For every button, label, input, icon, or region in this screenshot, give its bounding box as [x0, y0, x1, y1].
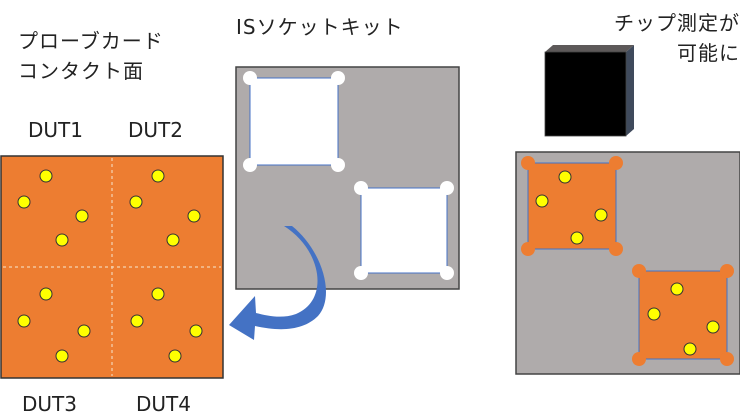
chip-test-title: チップ測定が 可能に	[560, 8, 740, 68]
probe-pad	[17, 314, 31, 328]
dut2-label: DUT2	[128, 118, 183, 142]
probe-pad	[670, 282, 684, 296]
probe-pad	[130, 314, 144, 328]
chip-test-title-line2: 可能に	[677, 41, 740, 65]
probe-card-title-line1: プローブカード	[18, 29, 164, 53]
dut1-label: DUT1	[28, 118, 83, 142]
socket-corner	[243, 71, 257, 85]
chip-1-pads	[535, 170, 608, 245]
probe-pad	[187, 209, 201, 223]
probe-pad	[55, 233, 69, 247]
probe-pad	[17, 195, 31, 209]
orange-corner	[609, 242, 623, 256]
socket-corner	[440, 181, 454, 195]
probe-pad	[189, 324, 203, 338]
dut4-label: DUT4	[136, 392, 191, 416]
socket-opening-2	[360, 187, 448, 274]
chip-front-face	[544, 51, 627, 137]
probe-pad	[151, 287, 165, 301]
probe-pad	[39, 169, 53, 183]
orange-corner	[720, 264, 734, 278]
probe-pad	[647, 307, 661, 321]
orange-corner	[609, 156, 623, 170]
probe-pads	[17, 169, 203, 363]
probe-pad	[558, 170, 572, 184]
probe-pad	[39, 287, 53, 301]
socket-corner	[331, 158, 345, 172]
arrow-body	[229, 226, 326, 340]
chip-side-face	[626, 45, 634, 136]
orange-corner	[632, 352, 646, 366]
orange-corner	[720, 352, 734, 366]
socket-corner	[354, 266, 368, 280]
probe-pad	[75, 209, 89, 223]
probe-pad	[55, 349, 69, 363]
probe-pad	[77, 324, 91, 338]
chip-1-corners	[521, 156, 623, 256]
chip-top-face	[545, 45, 634, 52]
probe-pad	[151, 169, 165, 183]
probe-pad	[570, 231, 584, 245]
probe-pad	[166, 233, 180, 247]
probe-pad	[168, 349, 182, 363]
probe-pad	[594, 208, 608, 222]
probe-card	[0, 155, 224, 379]
probe-pad	[129, 195, 143, 209]
socket-corner	[331, 71, 345, 85]
socket-kit	[235, 66, 460, 290]
socket-kit-title: ISソケットキット	[236, 15, 404, 39]
probe-card-title-line2: コンタクト面	[18, 59, 144, 83]
socket-opening-1	[249, 77, 339, 166]
chip-2-corners	[632, 264, 734, 366]
dut3-label: DUT3	[22, 392, 77, 416]
socket-corner	[354, 181, 368, 195]
chip-test-title-line1: チップ測定が	[614, 11, 740, 35]
probe-pad	[683, 342, 697, 356]
orange-corner	[521, 242, 535, 256]
orange-corner	[632, 264, 646, 278]
probe-pad	[706, 320, 720, 334]
probe-pad	[535, 194, 549, 208]
socket-corner	[440, 266, 454, 280]
chip-test	[515, 45, 740, 375]
orange-corner	[521, 156, 535, 170]
probe-card-title: プローブカード コンタクト面	[18, 26, 218, 86]
chip-2-pads	[647, 282, 720, 356]
socket-corner	[243, 158, 257, 172]
curved-arrow	[229, 226, 326, 340]
